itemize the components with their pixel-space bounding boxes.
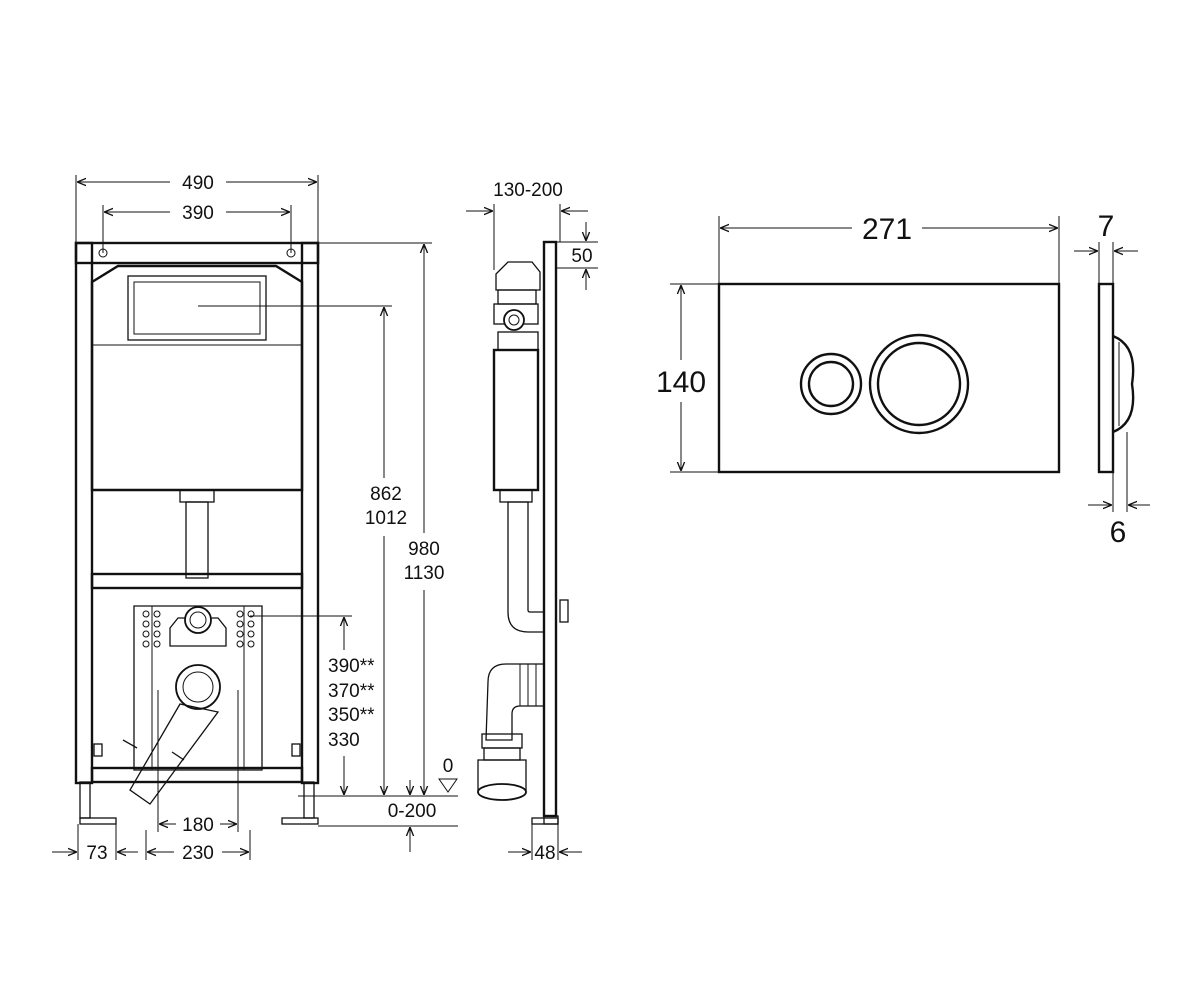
cistern-body [90, 264, 304, 492]
flush-plate-front: 271 140 [656, 213, 1061, 474]
floor-level-symbol [438, 778, 458, 793]
dim-wall-depth: 130-200 [493, 180, 563, 201]
dim-foot-depth: 48 [534, 843, 555, 864]
bowl-mount-plate [133, 605, 263, 771]
flush-button-small [799, 352, 863, 416]
frame-middle-rail [90, 572, 304, 590]
inlet-pipe [184, 606, 212, 634]
dim-outlet-330: 330 [328, 730, 360, 751]
dim-tank-height-alt: 1012 [365, 508, 407, 529]
waste-elbow [129, 703, 220, 805]
side-frame-post [542, 240, 558, 818]
dim-tank-height: 862 [370, 484, 402, 505]
dim-leg-offset: 230 [182, 843, 214, 864]
side-cistern [492, 348, 540, 492]
dim-floor-zero: 0 [443, 756, 454, 777]
front-view: 490 390 862 1012 980 1130 390** 370** 35… [52, 173, 458, 864]
flush-pipe-collar [179, 489, 215, 503]
waste-outlet [175, 664, 221, 710]
dim-plate-width: 271 [862, 213, 912, 246]
dim-plate-depth-bottom: 6 [1110, 516, 1127, 549]
dim-frame-height-alt: 1130 [404, 563, 445, 584]
dim-leg-width: 73 [86, 843, 107, 864]
dim-outlet-390: 390** [328, 656, 375, 677]
flush-button-large [868, 333, 970, 435]
flush-pipe [185, 501, 209, 579]
dim-frame-height: 980 [408, 539, 440, 560]
foot-left [79, 781, 91, 819]
flush-button-profile [1112, 334, 1135, 434]
frame-bottom-rail [90, 766, 304, 784]
side-view: 130-200 50 48 [466, 180, 598, 864]
flush-opening [127, 275, 267, 341]
dim-frame-width: 490 [182, 173, 214, 194]
dim-floor-adjust: 0-200 [388, 801, 437, 822]
side-valve-head [495, 261, 541, 291]
flush-plate-outline [717, 282, 1061, 474]
dim-outlet-350: 350** [328, 705, 375, 726]
foot-right [303, 781, 315, 819]
dim-mount-spacing: 390 [182, 203, 214, 224]
side-waste-elbow [485, 663, 545, 741]
mount-holes-left [142, 610, 161, 648]
dim-plate-height: 140 [656, 366, 706, 399]
dim-top-offset: 50 [571, 246, 592, 267]
flush-plate-side-profile [1097, 282, 1115, 474]
frame-left-post [74, 241, 94, 785]
dim-outlet-370: 370** [328, 681, 375, 702]
flush-plate-side: 7 6 [1074, 210, 1150, 549]
frame-top-rail [74, 241, 320, 265]
frame-right-post [300, 241, 320, 785]
side-flush-pipe [507, 501, 545, 633]
mount-holes-right [236, 610, 255, 648]
dim-plate-depth-top: 7 [1098, 210, 1115, 243]
dim-outlet-spacing: 180 [182, 815, 214, 836]
inlet-bracket [169, 617, 227, 647]
